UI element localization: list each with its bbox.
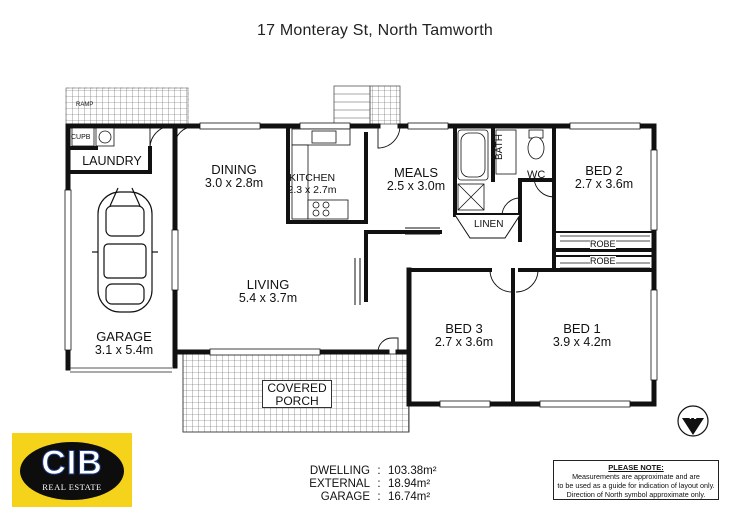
area-summary: DWELLING:103.38m² EXTERNAL:18.94m² GARAG…: [292, 465, 458, 504]
porch-label: COVERED PORCH: [262, 380, 332, 408]
north-arrow-icon: N: [677, 405, 709, 437]
cupb-label: CUPB: [71, 134, 91, 141]
door-swing: [515, 269, 539, 293]
window: [299, 122, 351, 130]
linen-label: LINEN: [474, 219, 504, 230]
door-swing: [501, 197, 521, 217]
wc-label: WC: [527, 169, 546, 181]
window: [439, 400, 491, 408]
compass-letter: N: [689, 410, 697, 422]
area-row: GARAGE:16.74m²: [320, 491, 431, 503]
door-swing: [174, 126, 194, 146]
vanity: [495, 129, 517, 175]
laundry-label: LAUNDRY: [82, 154, 142, 168]
door-swing: [533, 177, 555, 198]
door-swing: [377, 125, 401, 149]
brand-logo: CIB REAL ESTATE: [12, 433, 132, 507]
door-swing: [489, 269, 513, 293]
area-row: EXTERNAL:18.94m²: [309, 478, 431, 490]
car-icon: [92, 187, 158, 313]
window: [650, 289, 658, 381]
area-row: DWELLING:103.38m²: [309, 465, 437, 477]
window: [64, 189, 72, 351]
plan-title: 17 Monteray St, North Tamworth: [256, 22, 494, 39]
kitchen-bench: [291, 144, 309, 220]
robe-label: ROBE: [590, 256, 616, 266]
linen-cupboard: [454, 214, 521, 239]
window: [569, 122, 641, 130]
entry-steps: [333, 85, 401, 125]
bath-label: BATH: [494, 134, 505, 160]
window: [650, 149, 658, 231]
robe-label: ROBE: [590, 239, 616, 249]
ramp-label: RAMP: [76, 102, 94, 108]
window: [209, 348, 321, 356]
window: [171, 229, 179, 291]
window: [407, 122, 449, 130]
disclaimer-note: PLEASE NOTE: Measurements are approximat…: [553, 460, 719, 500]
door-swing: [377, 337, 399, 353]
window: [539, 400, 631, 408]
window: [199, 122, 261, 130]
door-swing: [149, 125, 173, 149]
